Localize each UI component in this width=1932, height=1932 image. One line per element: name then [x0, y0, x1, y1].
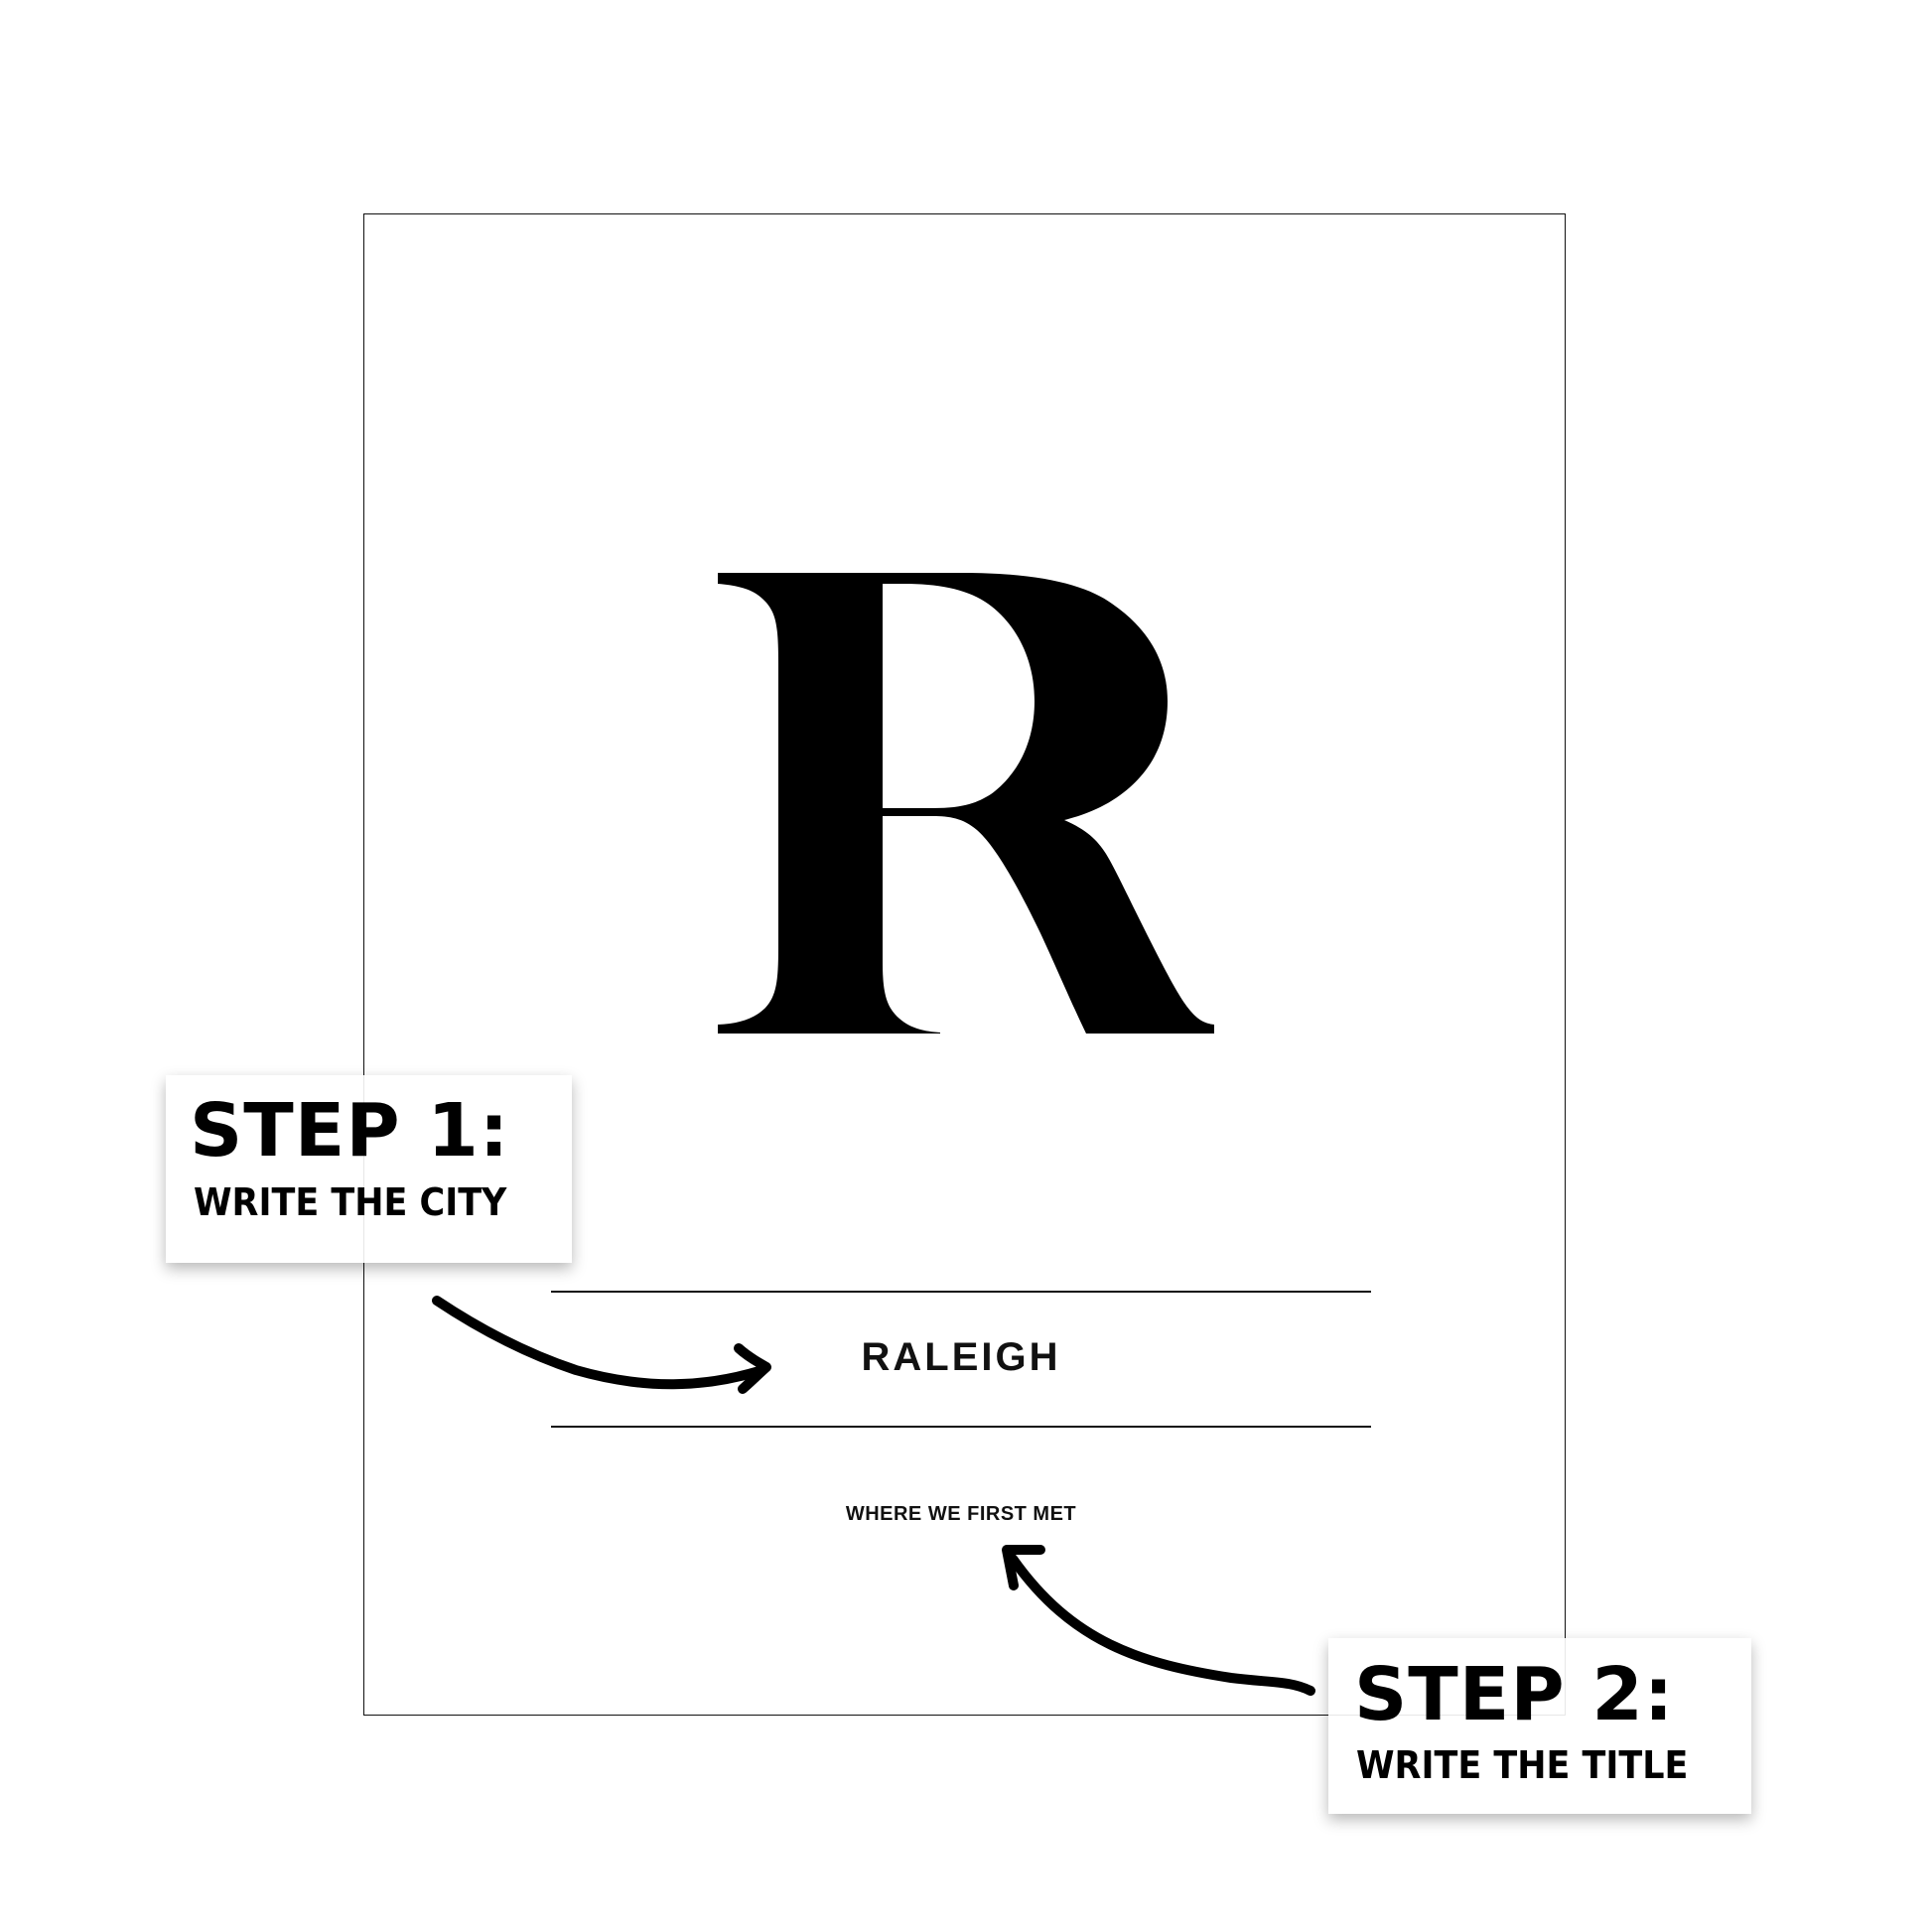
step-1-heading: STEP 1: [190, 1088, 510, 1173]
step-2-callout: STEP 2: WRITE THE TITLE [1328, 1638, 1751, 1814]
step-1-instruction: WRITE THE CITY [194, 1180, 507, 1224]
poster-title: WHERE WE FIRST MET [845, 1503, 1077, 1525]
city-rule-bottom [551, 1426, 1371, 1428]
step-1-callout: STEP 1: WRITE THE CITY [166, 1075, 572, 1263]
city-name: RALEIGH [861, 1335, 1061, 1379]
poster-frame [363, 213, 1566, 1716]
step-2-heading: STEP 2: [1354, 1652, 1675, 1737]
city-rule-top [551, 1291, 1371, 1293]
step-2-instruction: WRITE THE TITLE [1356, 1743, 1689, 1787]
monogram-letter-r [718, 573, 1214, 1034]
